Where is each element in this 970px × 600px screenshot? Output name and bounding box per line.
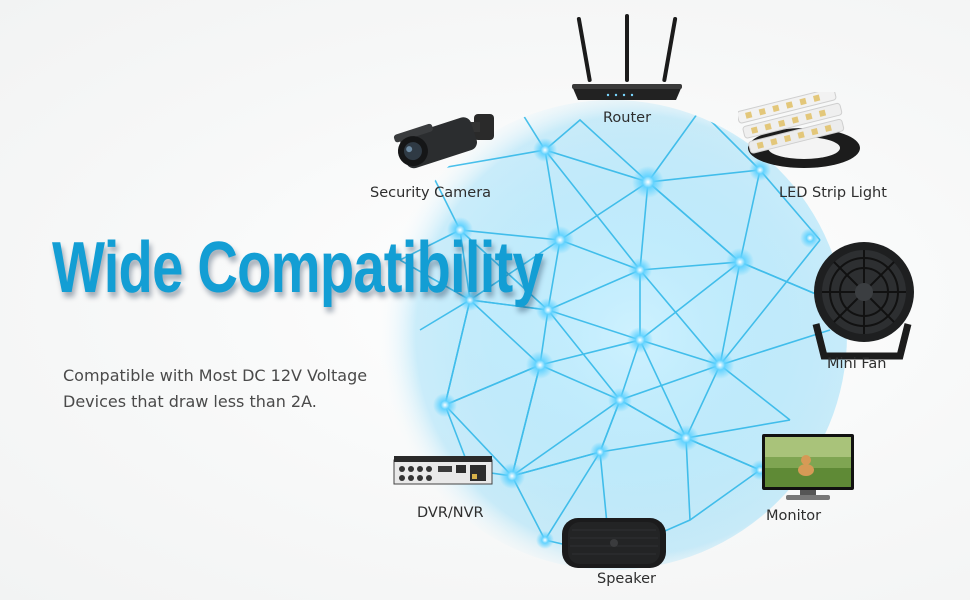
globe-nodes (433, 138, 820, 549)
description-line-2: Devices that draw less than 2A. (63, 392, 317, 411)
mini-fan-icon (812, 242, 914, 360)
router-icon (572, 14, 682, 100)
headline-title: Wide Compatibility (52, 228, 544, 308)
led-strip-icon (738, 92, 860, 168)
description: Compatible with Most DC 12V Voltage Devi… (63, 363, 367, 415)
security-camera-icon (393, 114, 494, 169)
led-strip-label: LED Strip Light (779, 185, 887, 201)
dvr-icon (393, 456, 493, 485)
speaker-icon (562, 518, 666, 568)
monitor-icon (762, 434, 854, 500)
speaker-label: Speaker (597, 571, 656, 587)
dvr-nvr-label: DVR/NVR (417, 505, 484, 521)
description-line-1: Compatible with Most DC 12V Voltage (63, 366, 368, 385)
globe-sphere (377, 100, 847, 570)
security-camera-label: Security Camera (370, 185, 492, 201)
mini-fan-label: Mini Fan (827, 356, 887, 372)
router-label: Router (603, 110, 652, 126)
monitor-label: Monitor (766, 508, 822, 524)
